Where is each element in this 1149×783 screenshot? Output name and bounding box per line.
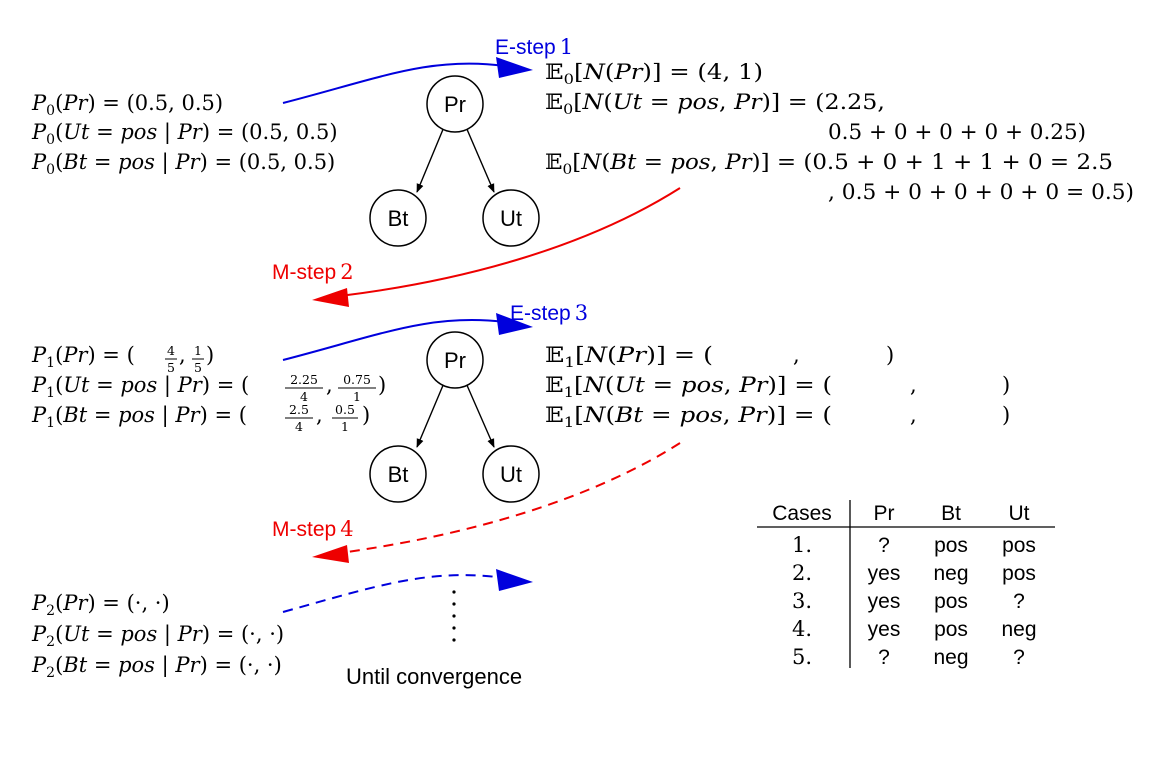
table-cell: pos xyxy=(934,618,968,641)
table-cell: yes xyxy=(868,618,901,641)
table-cell: pos xyxy=(1002,534,1036,557)
table-header-bt: Bt xyxy=(941,502,961,525)
p1-bt-sep: , xyxy=(316,403,323,427)
e1-pr-comma: , xyxy=(793,343,800,367)
table-cell: pos xyxy=(934,590,968,613)
p1-bt-num1: 2.5 xyxy=(289,402,309,417)
e-step-1-arrow xyxy=(282,62,506,104)
p1-bt: P1(Bt = pos | Pr) = ( xyxy=(31,403,247,431)
p2-ut: P2(Ut = pos | Pr) = (·, ·) xyxy=(31,622,284,650)
node-bt xyxy=(369,445,427,503)
m-step-4-arrowhead xyxy=(312,545,349,563)
p1-pr-close: ) xyxy=(206,343,214,367)
p0-bt: P0(Bt = pos | Pr) = (0.5, 0.5) xyxy=(31,150,335,178)
p0-pr: P0(Pr) = (0.5, 0.5) xyxy=(31,91,223,119)
node-pr xyxy=(426,75,484,133)
e1-ut-close: ) xyxy=(1002,373,1010,397)
p1-ut-den1: 4 xyxy=(300,389,308,404)
e0-bt: 𝔼0[N(Bt = pos, Pr)] = (0.5 + 0 + 1 + 1 +… xyxy=(545,150,1113,178)
e1-bt-close: ) xyxy=(1002,403,1010,427)
p1-pr-num1: 4 xyxy=(167,343,175,358)
until-convergence-label: Until convergence xyxy=(346,664,522,689)
node-bt xyxy=(369,189,427,247)
table-cell: pos xyxy=(1002,562,1036,585)
table-header-pr: Pr xyxy=(874,502,895,525)
p1-pr-den2: 5 xyxy=(194,360,202,375)
e1-pr-close: ) xyxy=(886,343,894,367)
e-step-5-arrow xyxy=(282,574,506,613)
table-cell: yes xyxy=(868,562,901,585)
node-pr xyxy=(426,331,484,389)
node-bt-label: Bt xyxy=(388,206,409,231)
e-step-5-arrowhead xyxy=(496,569,533,591)
p2-pr: P2(Pr) = (·, ·) xyxy=(31,591,170,619)
e-step-3-arrow xyxy=(282,319,506,361)
table-cell: 3. xyxy=(792,589,812,613)
p1-pr: P1(Pr) = ( xyxy=(31,343,135,371)
p1-pr-num2: 1 xyxy=(194,343,202,358)
e0-bt-continuation: , 0.5 + 0 + 0 + 0 + 0 = 0.5) xyxy=(828,180,1134,204)
table-cell: 5. xyxy=(792,645,812,669)
node-bt-label: Bt xyxy=(388,462,409,487)
table-cell: pos xyxy=(934,534,968,557)
continuation-dots xyxy=(452,590,456,642)
table-cell: 1. xyxy=(792,533,812,557)
table-cell: 2. xyxy=(792,561,812,585)
e1-ut-comma: , xyxy=(910,373,917,397)
bayes-network-2: Pr Bt Ut xyxy=(369,331,540,503)
p1-ut-den2: 1 xyxy=(353,389,361,404)
table-cell: ? xyxy=(878,646,890,669)
e1-bt-comma: , xyxy=(910,403,917,427)
table-cell: ? xyxy=(878,534,890,557)
p0-ut: P0(Ut = pos | Pr) = (0.5, 0.5) xyxy=(31,120,338,148)
node-ut xyxy=(482,189,540,247)
p1-bt-num2: 0.5 xyxy=(335,402,355,417)
p1-ut-close: ) xyxy=(378,373,386,397)
table-cell: neg xyxy=(933,646,968,669)
node-ut xyxy=(482,445,540,503)
p1-ut-num1: 2.25 xyxy=(290,372,318,387)
m-step-4-arrow xyxy=(339,442,681,554)
bayes-network-1: Pr Bt Ut xyxy=(369,75,540,247)
node-ut-label: Ut xyxy=(500,206,522,231)
p1-pr-den1: 5 xyxy=(167,360,175,375)
p1-pr-sep: , xyxy=(179,343,186,367)
p1-ut-num2: 0.75 xyxy=(343,372,371,387)
table-cell: 4. xyxy=(792,617,812,641)
p2-bt: P2(Bt = pos | Pr) = (·, ·) xyxy=(31,653,282,681)
e-step-1-arrowhead xyxy=(496,57,533,78)
node-pr-label: Pr xyxy=(444,348,466,373)
table-cell: ? xyxy=(1013,646,1025,669)
m-step-2-arrowhead xyxy=(312,288,349,307)
p1-ut: P1(Ut = pos | Pr) = ( xyxy=(31,373,249,401)
e-step-3-arrowhead xyxy=(496,313,533,335)
e0-ut-continuation: 0.5 + 0 + 0 + 0 + 0.25) xyxy=(828,120,1086,144)
node-pr-label: Pr xyxy=(444,92,466,117)
table-cell: neg xyxy=(1001,618,1036,641)
table-cell: ? xyxy=(1013,590,1025,613)
m-step-2-arrow xyxy=(339,187,681,297)
table-cell: neg xyxy=(933,562,968,585)
table-cell: yes xyxy=(868,590,901,613)
table-header-cases: Cases xyxy=(772,502,832,525)
p1-bt-close: ) xyxy=(362,403,370,427)
p1-ut-sep: , xyxy=(326,373,333,397)
p1-bt-den1: 4 xyxy=(295,419,303,434)
table-header-ut: Ut xyxy=(1009,502,1030,525)
node-ut-label: Ut xyxy=(500,462,522,487)
cases-table: Cases Pr Bt Ut 1.? pos pos 2. yes neg pos 3. yes pos?… xyxy=(757,500,1055,669)
p1-bt-den2: 1 xyxy=(341,419,349,434)
